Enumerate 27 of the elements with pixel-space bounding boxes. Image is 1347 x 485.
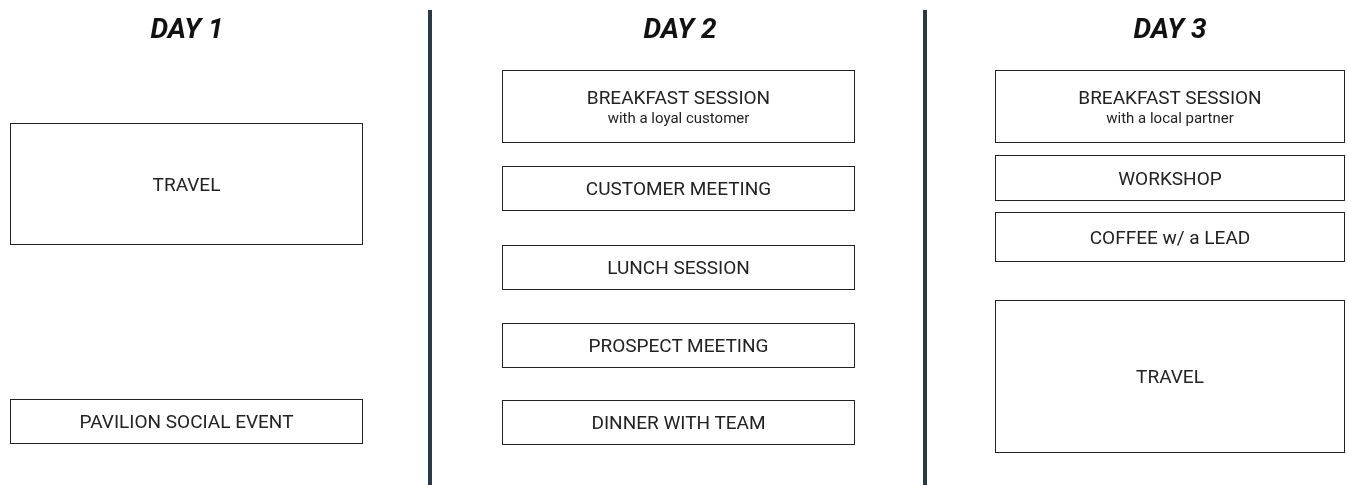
- schedule-box: [502, 323, 855, 368]
- activity-title: PAVILION SOCIAL EVENT: [79, 410, 294, 433]
- activity-title: TRAVEL: [152, 172, 221, 196]
- activity-detail: with a local partner: [1106, 109, 1234, 127]
- activity-title: CUSTOMER MEETING: [585, 177, 772, 200]
- schedule-box: [995, 212, 1345, 262]
- activity-title: BREAKFAST SESSION: [1078, 86, 1262, 109]
- schedule-box: [502, 70, 855, 143]
- schedule-box: [995, 70, 1345, 143]
- activity-title: TRAVEL: [1136, 365, 1204, 388]
- activity-title: COFFEE w/ a LEAD: [1089, 225, 1251, 249]
- schedule-box: [502, 166, 855, 211]
- activity-title: BREAKFAST SESSION: [586, 86, 771, 109]
- day-heading: DAY 1: [149, 12, 225, 45]
- activity-title: DINNER WITH TEAM: [591, 411, 766, 434]
- schedule-box: [502, 400, 855, 445]
- schedule-box: [995, 300, 1345, 453]
- schedule-box: [995, 155, 1345, 201]
- activity-title: LUNCH SESSION: [607, 256, 750, 279]
- activity-detail: with a loyal customer: [607, 109, 750, 127]
- schedule-box: [10, 123, 363, 245]
- schedule-box: [10, 399, 363, 444]
- activity-title: PROSPECT MEETING: [588, 334, 769, 357]
- activity-title: WORKSHOP: [1118, 166, 1222, 190]
- schedule-box: [502, 245, 855, 290]
- day-heading: DAY 3: [1132, 12, 1208, 45]
- day-heading: DAY 2: [642, 12, 718, 45]
